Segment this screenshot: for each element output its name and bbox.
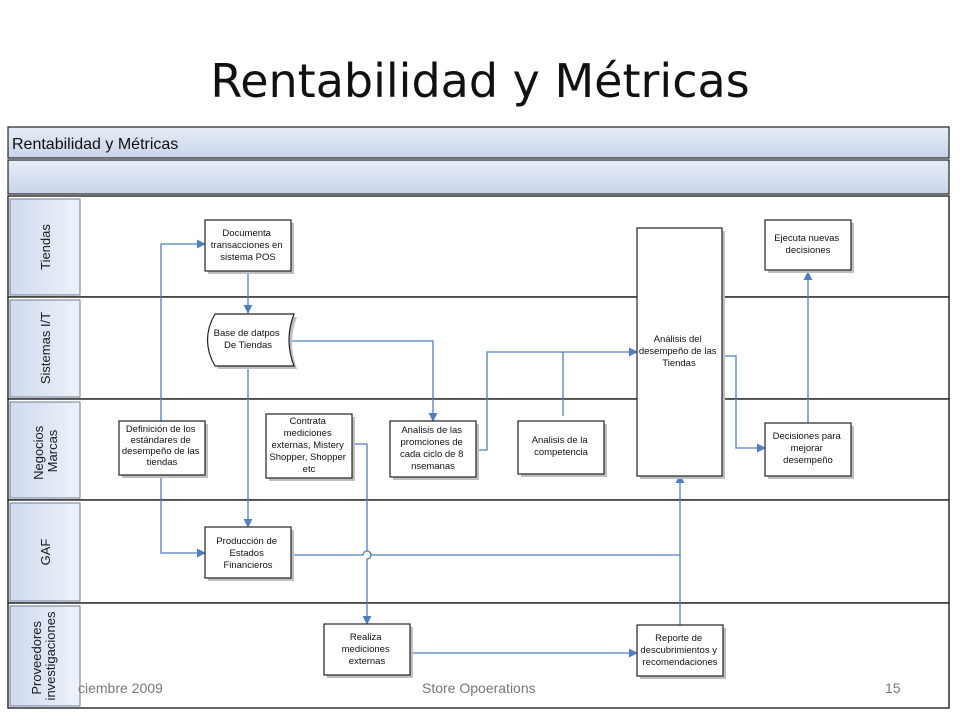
lane-label-gaf: GAF [38, 539, 53, 566]
lane-label-proveedores: Proveedores investigaciones [29, 611, 58, 700]
svg-text:Base de datpos De Tien: Base de datpos De Tiendas [214, 328, 283, 351]
pool-subheader [7, 159, 950, 195]
svg-text:Realiza mediciones: Realiza mediciones externas [342, 632, 393, 667]
svg-text:Analisis de la compete: Analisis de la competencia [532, 435, 591, 458]
nodes: Documenta transacciones en sistema POS B… [118, 219, 854, 679]
lane-sistemas [7, 296, 950, 400]
node-ejecuta: Ejecuta nuevas decisiones [764, 219, 854, 273]
svg-text:Contrata mediciones: Contrata mediciones externas, Mistery Sh… [269, 416, 348, 475]
connector-promo-analisis-desemp [478, 347, 638, 451]
lane-labels: Tiendas Sistemas I/T Negocios Marcas GAF… [9, 198, 81, 707]
node-contrata: Contrata mediciones externas, Mistery Sh… [265, 413, 355, 481]
svg-text:Definición de los está: Definición de los estándares de desempeñ… [122, 424, 202, 468]
lane-label-cell-tiendas [9, 198, 81, 296]
lane-label-cell-gaf [9, 502, 81, 602]
connector-analisis-decisiones [722, 355, 766, 453]
connector-definicion-documenta [160, 239, 206, 421]
node-base-de-datos: Base de datpos De Tiendas [206, 313, 297, 369]
lane-gaf [7, 499, 950, 604]
svg-text:Decisiones para mejora: Decisiones para mejorar desempeño [773, 431, 844, 466]
node-realiza: Realiza mediciones externas [323, 623, 413, 678]
pool-title: Rentabilidad y Métricas [12, 136, 178, 153]
svg-text:Ejecuta nuevas decisio: Ejecuta nuevas decisiones [774, 233, 842, 256]
node-reporte: Reporte de descubrimientos y recomendaci… [636, 624, 726, 679]
svg-text:Documenta transaccione: Documenta transacciones en sistema POS [211, 228, 285, 263]
lane-label-cell-proveedores [9, 605, 81, 707]
node-produccion: Producción de Estados Financieros [204, 526, 294, 581]
connector-definicion-produccion [160, 476, 206, 558]
lane-label-cell-negocios [9, 401, 81, 499]
node-analisis-competencia: Analisis de la competencia [517, 420, 607, 477]
node-analisis-promociones: Analisis de las promciones de cada ciclo… [389, 420, 479, 480]
node-definicion: Definición de los estándares de desempeñ… [118, 420, 208, 478]
node-analisis-desempeno: Análisis del desempeño de las Tiendas [636, 227, 725, 479]
svg-text:Analisis de las promci: Analisis de las promciones de cada ciclo… [400, 425, 466, 472]
lane-label-cell-sistemas [9, 299, 81, 398]
svg-text:Análisis del desempeño: Análisis del desempeño de las Tiendas [639, 334, 719, 369]
lane-label-sistemas: Sistemas I/T [38, 312, 53, 384]
connector-base-analisis-promo [290, 340, 438, 422]
lane-label-tiendas: Tiendas [38, 224, 53, 270]
slide-title: Rentabilidad y Métricas [210, 54, 750, 108]
connector-produccion-gaf-line [292, 550, 680, 556]
svg-text:Reporte de descubrimie: Reporte de descubrimientos y recomendaci… [640, 633, 719, 668]
svg-text:Producción de Estados: Producción de Estados Financieros [216, 536, 279, 571]
footer-label: Store Opoerations [422, 680, 536, 696]
connectors [160, 239, 813, 658]
node-documenta: Documenta transacciones en sistema POS [204, 219, 294, 274]
pool-header [7, 126, 950, 159]
footer-date: ciembre 2009 [78, 680, 163, 696]
lane-label-negocios: Negocios Marcas [31, 422, 60, 480]
page-number: 15 [885, 680, 901, 696]
lane-proveedores [7, 602, 950, 709]
node-decisiones: Decisiones para mejorar desempeño [764, 422, 854, 479]
